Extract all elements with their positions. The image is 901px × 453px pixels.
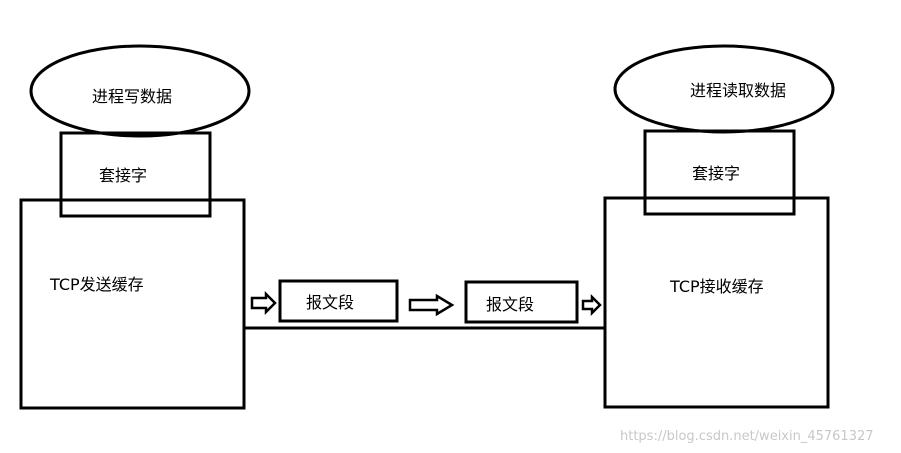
receiver-socket-box (643, 129, 796, 216)
watermark-text: https://blog.csdn.net/weixin_45761327 (620, 429, 874, 444)
segment-box-1 (278, 279, 399, 323)
receiver-buffer-box (603, 196, 830, 409)
receiver-process-label: 进程读取数据 (690, 81, 786, 100)
sender-group: 进程写数据 套接字 TCP发送缓存 (19, 44, 251, 410)
arrow-right-icon (250, 290, 277, 316)
sender-process-label: 进程写数据 (92, 87, 172, 106)
receiver-buffer-label: TCP接收缓存 (669, 277, 764, 296)
receiver-socket-label: 套接字 (692, 164, 740, 183)
segment-label-2: 报文段 (486, 295, 534, 314)
sender-buffer-box (19, 198, 246, 410)
segment-box-2 (464, 280, 579, 324)
sender-buffer-label: TCP发送缓存 (49, 275, 144, 294)
receiver-group: 进程读取数据 套接字 TCP接收缓存 (603, 44, 835, 409)
arrow-right-icon (581, 293, 602, 317)
sender-socket-box (59, 131, 212, 218)
segment-label-1: 报文段 (306, 293, 354, 312)
sender-socket-label: 套接字 (99, 166, 147, 185)
arrow-right-icon (408, 293, 455, 317)
sender-process-ellipse (29, 44, 251, 138)
